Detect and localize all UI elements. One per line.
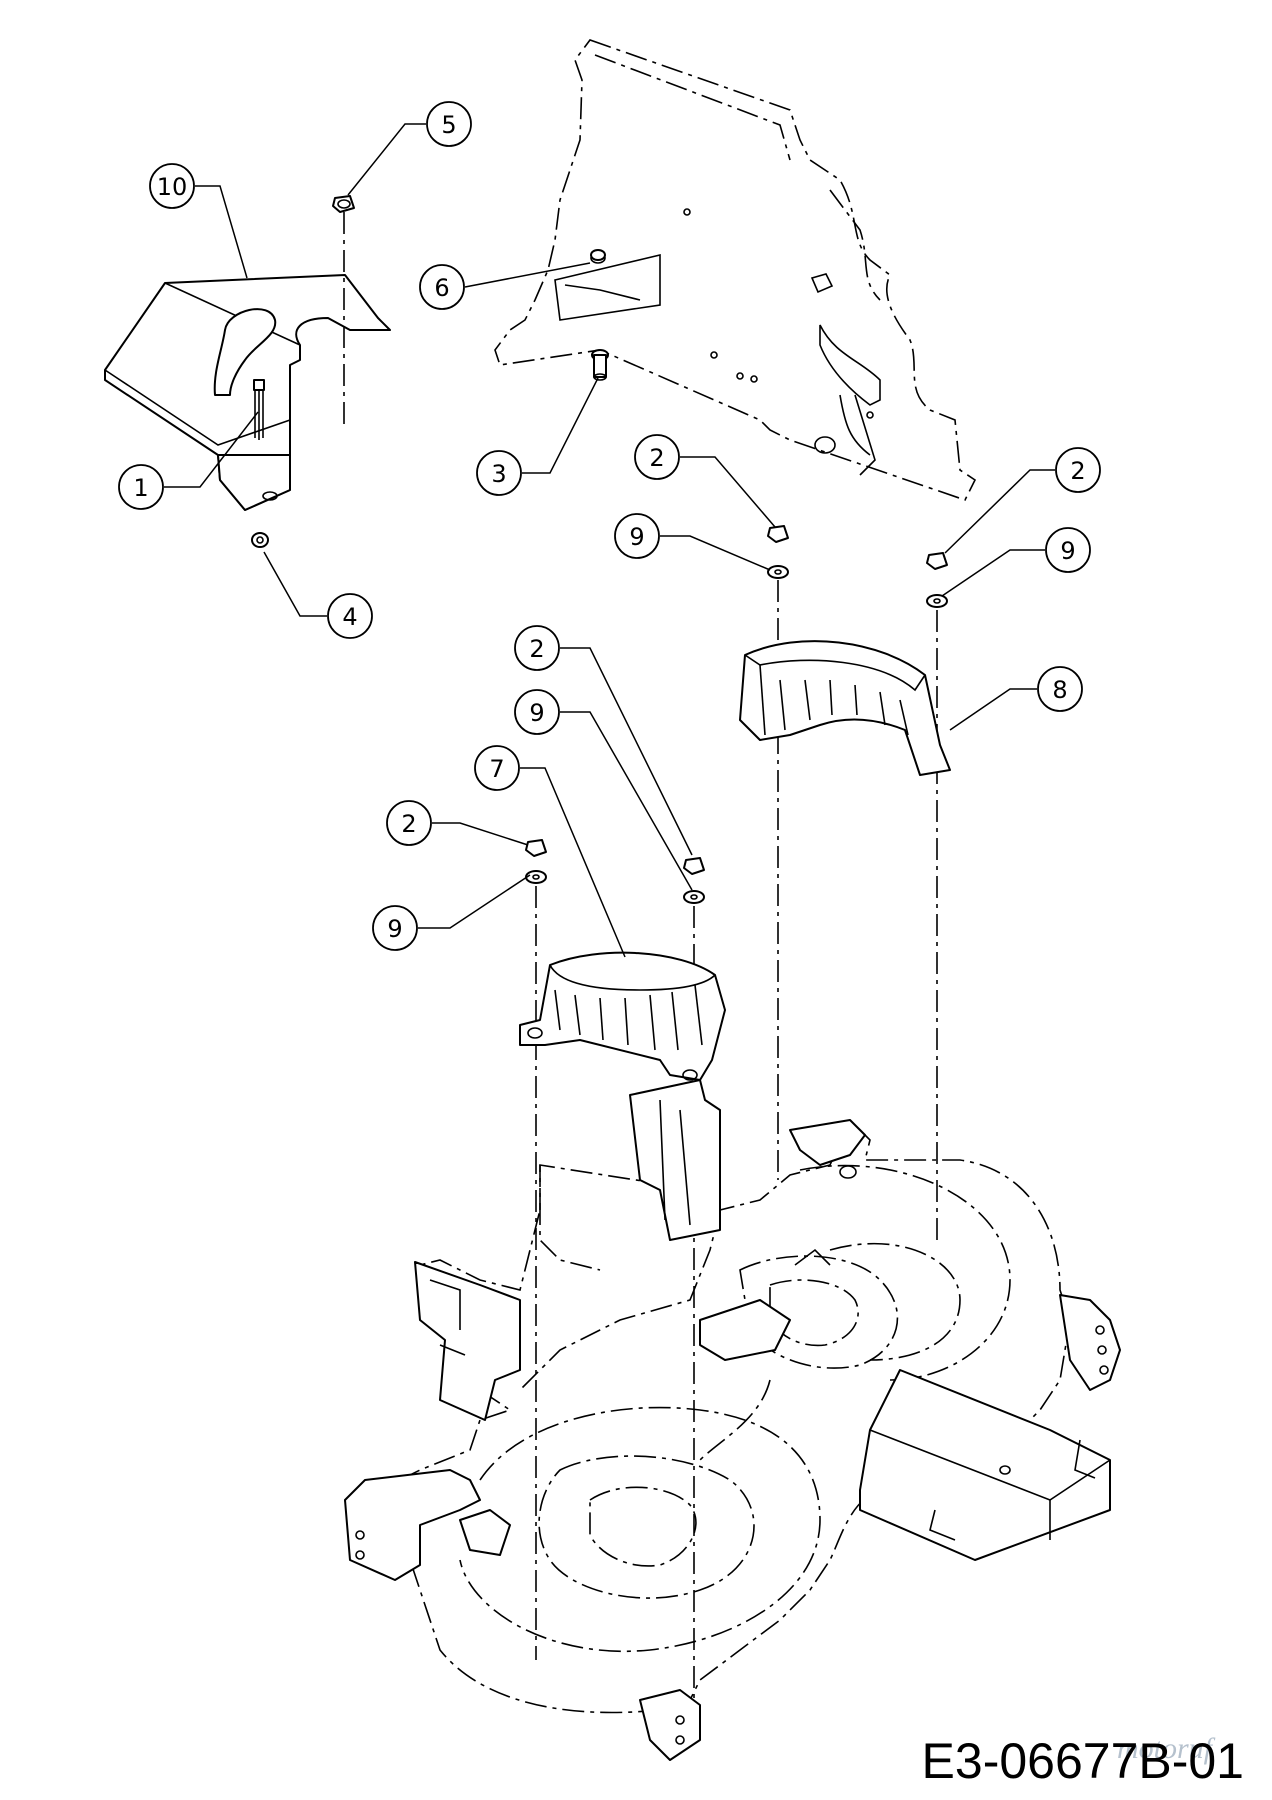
part-10-cover-plate xyxy=(104,274,391,511)
part-9-washer-upper-left xyxy=(767,565,789,579)
callout-8: 8 xyxy=(1037,666,1083,712)
svg-text:10: 10 xyxy=(157,173,188,201)
callout-9-upper-right: 9 xyxy=(1045,527,1091,573)
svg-text:4: 4 xyxy=(342,603,357,631)
callout-9-upper-left: 9 xyxy=(614,513,660,559)
svg-text:2: 2 xyxy=(401,810,416,838)
callout-9-mid-right: 9 xyxy=(514,689,560,735)
drawing-code: E3-06677B-01 xyxy=(921,1733,1244,1789)
part-7-blade-cover xyxy=(519,951,726,1081)
leader-lines xyxy=(164,123,1055,958)
svg-text:2: 2 xyxy=(649,444,664,472)
svg-text:2: 2 xyxy=(529,635,544,663)
svg-text:9: 9 xyxy=(1060,537,1075,565)
svg-text:9: 9 xyxy=(629,523,644,551)
svg-text:3: 3 xyxy=(491,460,506,488)
callout-4: 4 xyxy=(327,593,373,639)
callout-1: 1 xyxy=(118,464,164,510)
part-4-washer xyxy=(251,532,269,548)
part-8-blade-cover xyxy=(739,640,951,776)
part-2-screw-upper-left xyxy=(767,525,789,543)
callout-5: 5 xyxy=(426,101,472,147)
callout-2-mid-right: 2 xyxy=(514,625,560,671)
svg-text:8: 8 xyxy=(1052,676,1067,704)
callout-9-mid-left: 9 xyxy=(372,905,418,951)
callout-2-upper-right: 2 xyxy=(1055,447,1101,493)
callout-2-upper-left: 2 xyxy=(634,434,680,480)
svg-text:2: 2 xyxy=(1070,457,1085,485)
part-9-washer-mid-right xyxy=(683,890,705,904)
watermark-logo: motoruf xyxy=(1116,1732,1212,1765)
part-1-bolt xyxy=(253,379,265,440)
svg-text:1: 1 xyxy=(133,474,148,502)
svg-text:9: 9 xyxy=(529,699,544,727)
svg-text:9: 9 xyxy=(387,915,402,943)
part-9-washer-mid-left xyxy=(525,870,547,884)
callout-3: 3 xyxy=(476,450,522,496)
callout-10: 10 xyxy=(149,163,195,209)
callout-7: 7 xyxy=(474,745,520,791)
part-2-screw-upper-right xyxy=(926,552,948,570)
part-2-screw-mid-left xyxy=(525,839,547,857)
part-2-screw-mid-right xyxy=(683,857,705,875)
part-3-pin xyxy=(591,349,609,381)
svg-text:6: 6 xyxy=(434,274,449,302)
rear-panel xyxy=(494,39,977,501)
mower-deck xyxy=(344,1079,1121,1761)
part-9-washer-upper-right xyxy=(926,594,948,608)
part-5-nut xyxy=(332,195,355,213)
svg-text:5: 5 xyxy=(441,111,456,139)
callout-2-mid-left: 2 xyxy=(386,800,432,846)
svg-text:7: 7 xyxy=(489,755,504,783)
callout-6: 6 xyxy=(419,264,465,310)
part-6-washer xyxy=(590,249,606,261)
